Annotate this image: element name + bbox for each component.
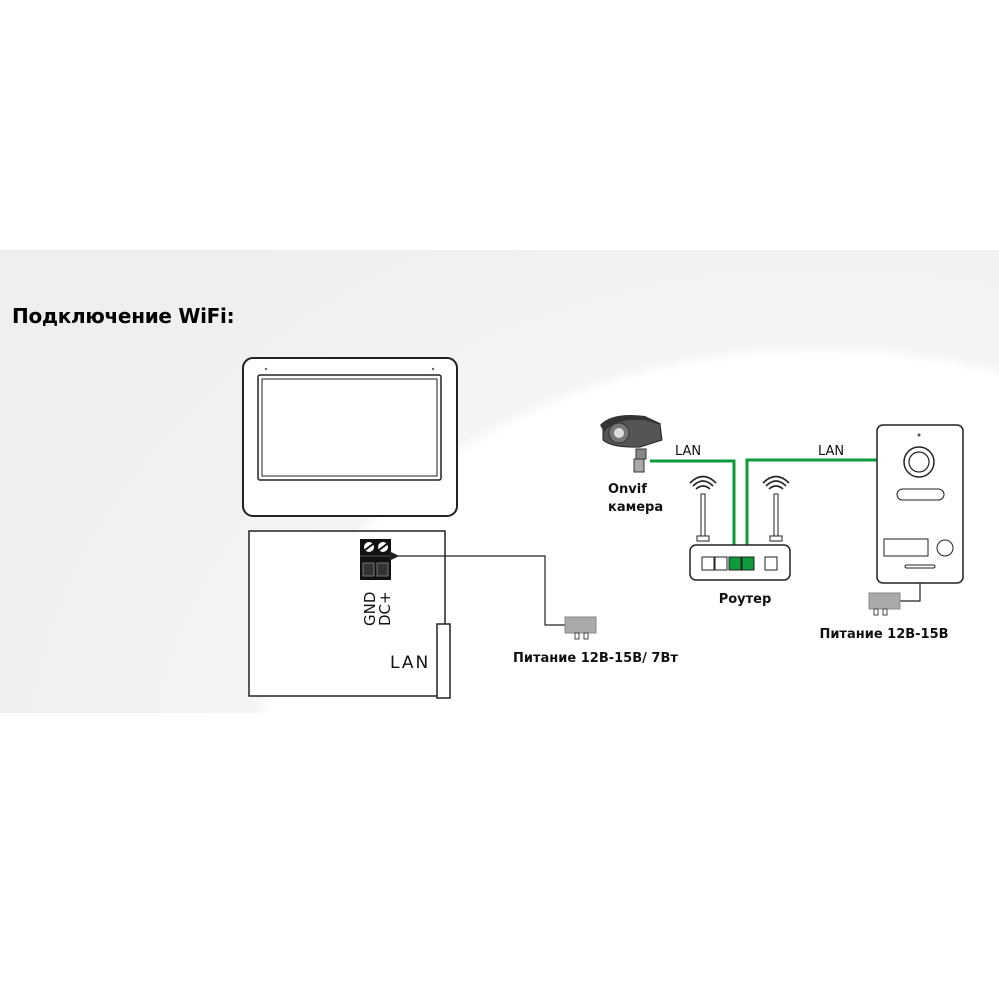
panel-power-wire <box>900 583 921 602</box>
monitor-power-label: Питание 12В-15В/ 7Вт <box>513 651 678 666</box>
monitor-front <box>242 357 458 517</box>
page-title: Подключение WiFi: <box>12 304 235 328</box>
router-icon <box>689 475 791 581</box>
power-wire <box>389 551 565 626</box>
lan-port <box>436 623 451 699</box>
lan-port-label: LAN <box>390 653 430 673</box>
camera-label-line2: камера <box>608 500 663 515</box>
onvif-camera-icon <box>600 415 663 473</box>
power-adapter-icon <box>564 616 597 640</box>
camera-lan-label: LAN <box>675 444 701 459</box>
background-curve <box>0 250 999 713</box>
panel-power-adapter-icon <box>868 592 901 616</box>
terminal-block <box>360 539 391 580</box>
gnd-label: GND <box>361 592 379 626</box>
panel-lan-cable <box>745 458 878 562</box>
panel-lan-label: LAN <box>818 444 844 459</box>
camera-lan-cable <box>650 459 736 562</box>
camera-label-line1: Onvif <box>608 482 647 497</box>
router-label: Роутер <box>719 592 772 607</box>
panel-power-label: Питание 12В-15В <box>819 627 948 642</box>
monitor-back: GND DC+ LAN <box>248 530 451 699</box>
dc-plus-label: DC+ <box>376 591 394 626</box>
door-panel-icon <box>876 424 964 584</box>
